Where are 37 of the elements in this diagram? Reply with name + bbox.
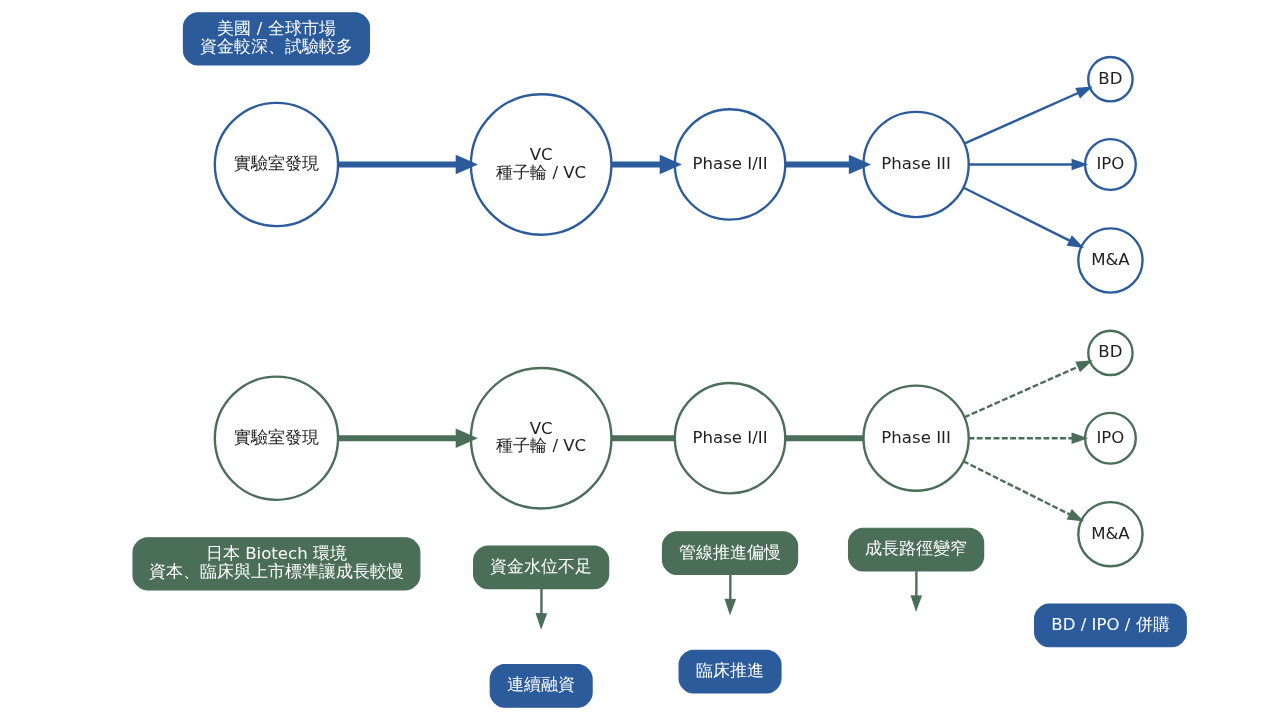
node-circle: BD <box>1087 329 1134 377</box>
node-box: 管線推進偏慢 <box>661 531 799 576</box>
node-box: 資金水位不足 <box>473 545 610 590</box>
node-circle: IPO <box>1083 137 1137 192</box>
node-circle: Phase III <box>862 110 970 219</box>
node-circle: 實驗室發現 <box>213 375 340 501</box>
arrow <box>963 86 1093 145</box>
node-circle: Phase I/II <box>673 381 787 495</box>
node-box: 成長路徑變窄 <box>847 527 985 572</box>
arrow <box>962 186 1085 248</box>
arrow <box>963 360 1093 419</box>
connector <box>785 435 864 442</box>
arrow <box>338 428 478 448</box>
node-circle: M&A <box>1077 500 1144 568</box>
node-box: BD / IPO / 併購 <box>1034 603 1187 648</box>
node-circle: BD <box>1087 55 1134 103</box>
arrow <box>968 158 1089 171</box>
arrow <box>535 588 548 630</box>
node-circle: VC 種子輪 / VC <box>469 366 613 510</box>
node-circle: Phase I/II <box>673 108 787 221</box>
arrow <box>338 154 478 175</box>
node-circle: IPO <box>1083 411 1137 465</box>
arrow <box>962 460 1085 522</box>
node-box: 美國 / 全球市場 資金較深、試驗較多 <box>182 12 371 66</box>
arrow <box>724 574 737 616</box>
node-circle: Phase III <box>862 384 970 492</box>
node-box: 連續融資 <box>489 663 593 708</box>
node-box: 日本 Biotech 環境 資本、臨床與上市標準讓成長較慢 <box>132 537 421 591</box>
node-box: 臨床推進 <box>678 649 782 694</box>
arrow <box>785 154 872 175</box>
node-circle: M&A <box>1077 227 1144 294</box>
node-circle: VC 種子輪 / VC <box>469 93 613 236</box>
arrow <box>910 571 923 612</box>
connector <box>611 435 675 442</box>
node-circle: 實驗室發現 <box>213 101 340 228</box>
arrow <box>611 154 682 175</box>
arrow <box>968 432 1089 445</box>
